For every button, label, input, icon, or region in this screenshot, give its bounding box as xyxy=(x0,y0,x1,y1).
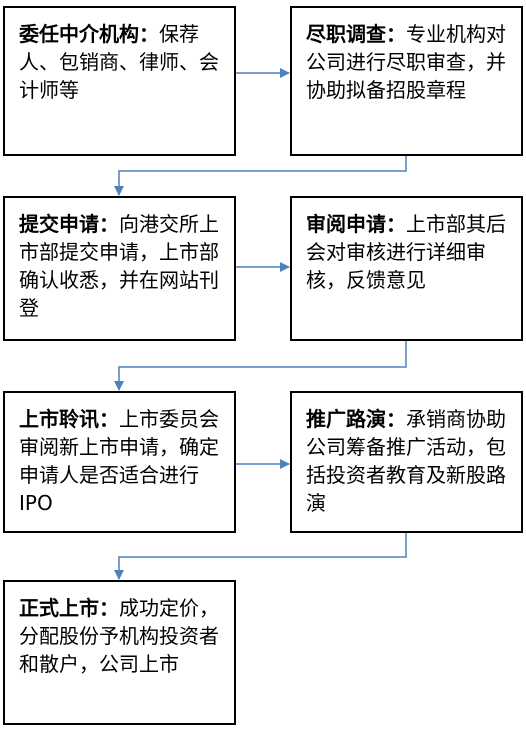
step-text: 保荐人、包销商、律师、会计师等 xyxy=(19,22,219,102)
step-listing-hearing: 上市聆讯：上市委员会审阅新上市申请，确定申请人是否适合进行IPO xyxy=(3,391,236,533)
step-text: 专业机构对公司进行尽职审查，并协助拟备招股章程 xyxy=(306,22,506,102)
step-text: 向港交所上市部提交申请，上市部确认收悉，并在网站刊登 xyxy=(19,212,219,320)
arrow-step4-to-step5 xyxy=(114,341,407,391)
arrow-step6-to-step7 xyxy=(114,533,407,580)
arrow-step2-to-step3 xyxy=(114,156,407,196)
step-roadshow: 推广路演：承销商协助公司筹备推广活动，包括投资者教育及新股路演 xyxy=(290,391,523,533)
step-title: 尽职调查： xyxy=(306,22,406,46)
step-text: 上市部其后会对审核进行详细审核，反馈意见 xyxy=(306,212,506,292)
step-text: 承销商协助公司筹备推广活动，包括投资者教育及新股路演 xyxy=(306,407,506,515)
step-text: 成功定价，分配股份予机构投资者和散户，公司上市 xyxy=(19,596,219,676)
step-title: 推广路演： xyxy=(306,407,406,431)
step-text: 上市委员会审阅新上市申请，确定申请人是否适合进行IPO xyxy=(19,407,219,515)
step-title: 审阅申请： xyxy=(306,212,406,236)
step-submit-application: 提交申请：向港交所上市部提交申请，上市部确认收悉，并在网站刊登 xyxy=(3,196,236,341)
step-appoint-intermediaries: 委任中介机构：保荐人、包销商、律师、会计师等 xyxy=(3,6,236,156)
step-official-listing: 正式上市：成功定价，分配股份予机构投资者和散户，公司上市 xyxy=(3,580,236,725)
step-title: 提交申请： xyxy=(19,212,119,236)
step-title: 上市聆讯： xyxy=(19,407,119,431)
step-title: 委任中介机构： xyxy=(19,22,159,46)
step-title: 正式上市： xyxy=(19,596,119,620)
step-review-application: 审阅申请：上市部其后会对审核进行详细审核，反馈意见 xyxy=(290,196,523,341)
step-due-diligence: 尽职调查：专业机构对公司进行尽职审查，并协助拟备招股章程 xyxy=(290,6,523,156)
